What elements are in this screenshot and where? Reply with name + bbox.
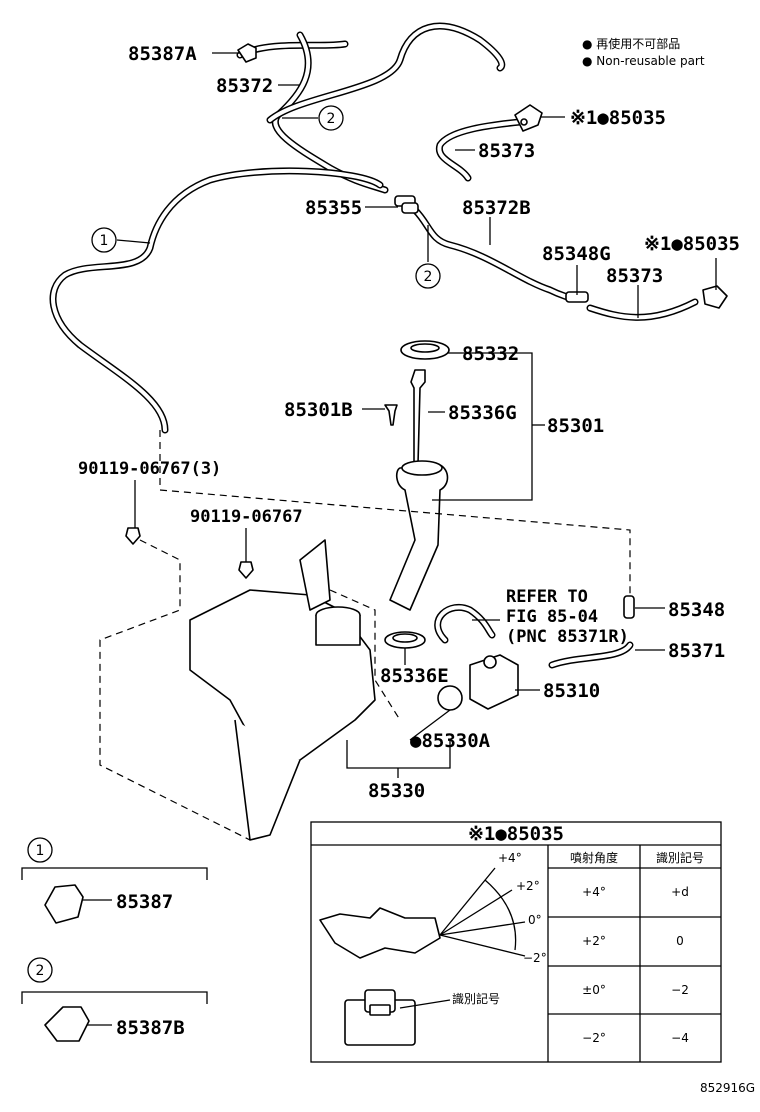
label-85387: 85387 xyxy=(116,891,173,913)
label-90119-06767-3: 90119-06767(3) xyxy=(78,459,221,479)
inset-id-label: 識別記号 xyxy=(452,991,500,1006)
clip-85387A xyxy=(237,43,257,63)
row4-angle: −2° xyxy=(582,1031,606,1045)
leader-lines xyxy=(75,52,717,1026)
hose-main xyxy=(49,167,384,434)
grommet-85336E xyxy=(384,631,426,649)
row1-angle: +4° xyxy=(582,885,606,899)
legend-line-jp: ● 再使用不可部品 xyxy=(582,36,680,51)
inset-col-code: 識別記号 xyxy=(656,850,704,865)
hose-85371 xyxy=(548,641,634,669)
angle-plus4: +4° xyxy=(498,851,522,865)
bolt-90119b xyxy=(238,561,254,579)
hose-refer xyxy=(434,603,496,644)
legend-line-en: ● Non-reusable part xyxy=(582,54,705,68)
callout-1-hose: 1 xyxy=(91,227,117,253)
svg-text:1: 1 xyxy=(100,233,109,249)
label-85348: 85348 xyxy=(668,599,725,621)
label-85348G: 85348G xyxy=(542,243,611,265)
label-85301B: 85301B xyxy=(284,399,353,421)
callout-2-upper: 2 xyxy=(318,105,344,131)
angle-zero: 0° xyxy=(528,913,542,927)
hose-85372B xyxy=(411,206,574,302)
svg-text:2: 2 xyxy=(424,269,433,285)
clip-85387B-drawing xyxy=(44,1006,90,1042)
svg-text:1: 1 xyxy=(36,843,45,859)
label-85371: 85371 xyxy=(668,640,725,662)
screw-85301B xyxy=(384,404,398,426)
label-85372B: 85372B xyxy=(462,197,531,219)
spray-angle-fan: +4° +2° 0° −2° xyxy=(439,851,547,965)
row3-code: −2 xyxy=(671,983,689,997)
label-85330: 85330 xyxy=(368,780,425,802)
detail-1: 1 85387 xyxy=(21,837,208,924)
hose-85373-lower xyxy=(586,298,699,321)
nozzle-85035-upper xyxy=(514,104,543,132)
dash-hose-to-joint xyxy=(159,430,631,596)
label-85373-upper: 85373 xyxy=(478,140,535,162)
label-85301: 85301 xyxy=(547,415,604,437)
gauge-85336G xyxy=(410,369,426,465)
label-85310: 85310 xyxy=(543,680,600,702)
label-85373-lower: 85373 xyxy=(606,265,663,287)
label-refer-3: (PNC 85371R) xyxy=(506,627,629,647)
inset-nozzle-table: ※1●85035 噴射角度 識別記号 +4° +d +2° 0 ±0° −2 −… xyxy=(310,821,722,1063)
tank-85330 xyxy=(189,539,376,841)
label-85355: 85355 xyxy=(305,197,362,219)
inlet-85301 xyxy=(389,460,449,611)
hose-85373-upper xyxy=(435,118,524,182)
nozzle-front-drawing xyxy=(344,989,416,1046)
clip-85387-drawing xyxy=(44,884,84,924)
svg-text:2: 2 xyxy=(327,111,336,127)
dash-tank-inlet xyxy=(329,589,401,721)
row4-code: −4 xyxy=(671,1031,689,1045)
row2-code: 0 xyxy=(676,934,684,948)
callout-2-lower: 2 xyxy=(415,263,441,289)
label-85035-lower: ※1●85035 xyxy=(644,233,740,255)
label-85336E: 85336E xyxy=(380,665,449,687)
cap-85332 xyxy=(400,340,450,360)
angle-minus2: −2° xyxy=(523,951,547,965)
joint-85355 xyxy=(394,195,419,214)
label-85332: 85332 xyxy=(462,343,519,365)
nozzle-side-drawing xyxy=(319,907,441,959)
label-90119-06767: 90119-06767 xyxy=(190,507,303,527)
row1-code: +d xyxy=(671,885,689,899)
inset-col-angle: 噴射角度 xyxy=(570,850,618,865)
label-refer-2: FIG 85-04 xyxy=(506,607,598,627)
label-85387B: 85387B xyxy=(116,1017,185,1039)
hose-85372 xyxy=(236,22,506,194)
detail-2: 2 85387B xyxy=(21,957,208,1042)
row3-angle: ±0° xyxy=(582,983,606,997)
label-refer-1: REFER TO xyxy=(506,587,588,607)
figure-id: 852916G xyxy=(700,1081,755,1095)
dash-bracket xyxy=(99,539,251,841)
label-85372: 85372 xyxy=(216,75,273,97)
joint-85348 xyxy=(623,595,635,619)
grommet-85330A xyxy=(437,685,463,711)
bolt-90119a xyxy=(125,527,141,545)
label-85330A: ●85330A xyxy=(410,730,491,752)
row2-angle: +2° xyxy=(582,934,606,948)
svg-text:2: 2 xyxy=(36,963,45,979)
nozzle-85035-lower xyxy=(702,285,728,309)
angle-plus2: +2° xyxy=(516,879,540,893)
inset-title: ※1●85035 xyxy=(468,823,564,845)
label-85387A: 85387A xyxy=(128,43,197,65)
pump-85310 xyxy=(469,654,519,710)
label-85035-upper: ※1●85035 xyxy=(570,107,666,129)
label-85336G: 85336G xyxy=(448,402,517,424)
